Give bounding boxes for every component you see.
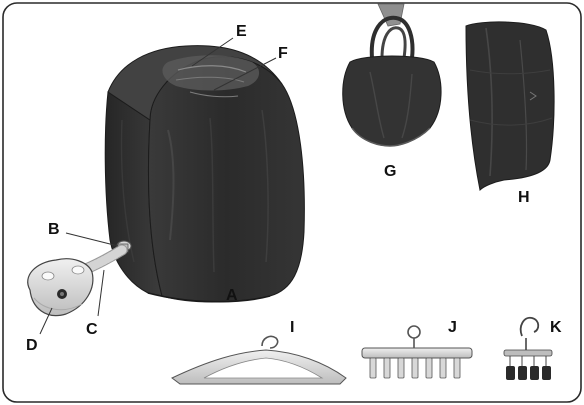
drying-bag-cover: [105, 46, 304, 302]
label-b: B: [48, 221, 60, 238]
folded-cover: [466, 22, 554, 190]
label-h: H: [518, 189, 530, 206]
label-j: J: [448, 319, 457, 336]
label-a: A: [226, 287, 238, 304]
label-g: G: [384, 163, 396, 180]
label-i: I: [290, 319, 294, 336]
label-f: F: [278, 45, 288, 62]
label-e: E: [236, 23, 247, 40]
label-k: K: [550, 319, 562, 336]
label-c: C: [86, 321, 98, 338]
label-d: D: [26, 337, 38, 354]
